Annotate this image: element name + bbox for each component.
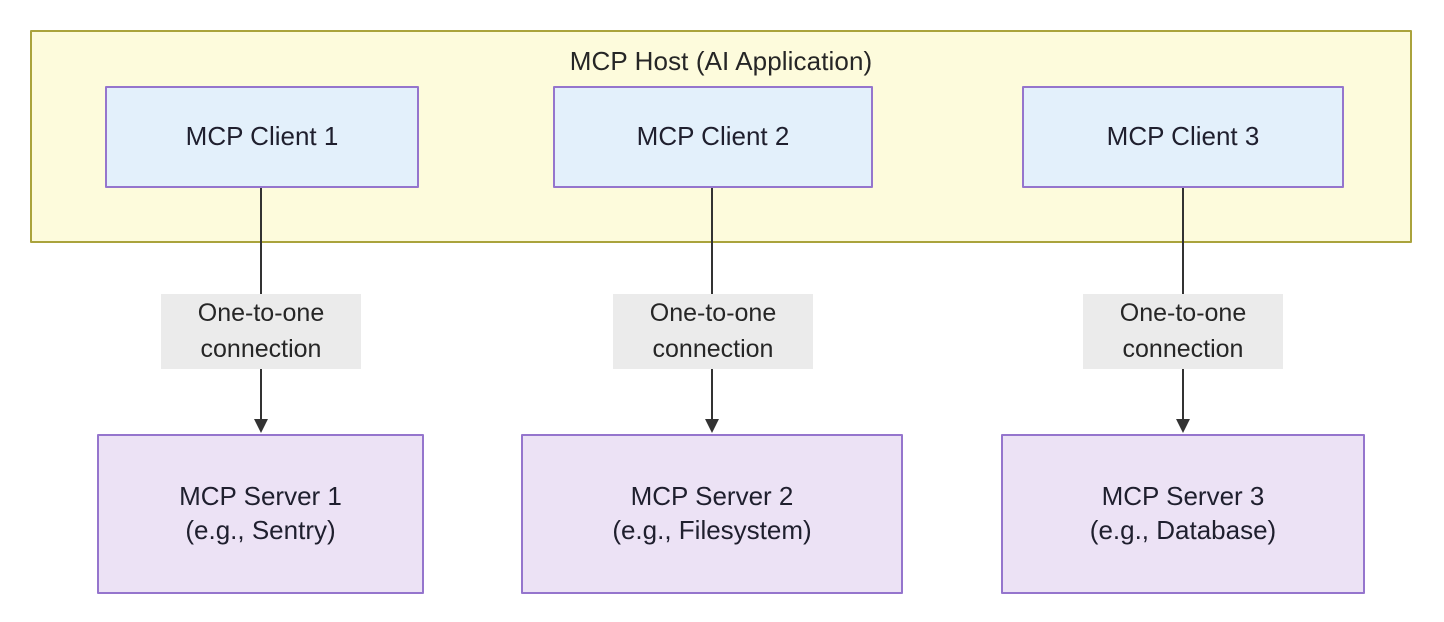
mcp-host-title: MCP Host (AI Application): [569, 46, 873, 76]
node-mcp-client-3-label: MCP Client 3: [1106, 121, 1260, 152]
node-mcp-server-2-sublabel: (e.g., Filesystem): [612, 515, 812, 545]
edge-label-client3-server3: One-to-one connection: [1083, 294, 1283, 369]
node-mcp-client-1[interactable]: MCP Client 1: [105, 86, 419, 188]
node-mcp-server-2-label: MCP Server 2: [630, 481, 794, 512]
node-mcp-client-2[interactable]: MCP Client 2: [553, 86, 873, 188]
edge-label-client2-server2-line1: One-to-one: [649, 299, 777, 327]
edge-label-client1-server1-line1: One-to-one: [197, 299, 325, 327]
node-mcp-server-1-sublabel: (e.g., Sentry): [185, 515, 336, 545]
node-mcp-server-1-label: MCP Server 1: [179, 481, 342, 512]
node-mcp-server-3-sublabel: (e.g., Database): [1089, 515, 1277, 545]
edge-label-client3-server3-line2: connection: [1122, 334, 1244, 363]
edge-label-client1-server1-line2: connection: [200, 334, 322, 363]
edge-label-client3-server3-line1: One-to-one: [1119, 299, 1247, 327]
node-mcp-server-1[interactable]: MCP Server 1 (e.g., Sentry): [97, 434, 424, 594]
node-mcp-server-2[interactable]: MCP Server 2 (e.g., Filesystem): [521, 434, 903, 594]
node-mcp-server-3[interactable]: MCP Server 3 (e.g., Database): [1001, 434, 1365, 594]
edge-label-client2-server2-line2: connection: [652, 334, 774, 363]
edge-label-client1-server1: One-to-one connection: [161, 294, 361, 369]
edge-label-client2-server2: One-to-one connection: [613, 294, 813, 369]
node-mcp-client-1-label: MCP Client 1: [185, 121, 339, 152]
node-mcp-server-3-label: MCP Server 3: [1101, 481, 1265, 512]
node-mcp-client-2-label: MCP Client 2: [636, 121, 790, 152]
node-mcp-client-3[interactable]: MCP Client 3: [1022, 86, 1344, 188]
